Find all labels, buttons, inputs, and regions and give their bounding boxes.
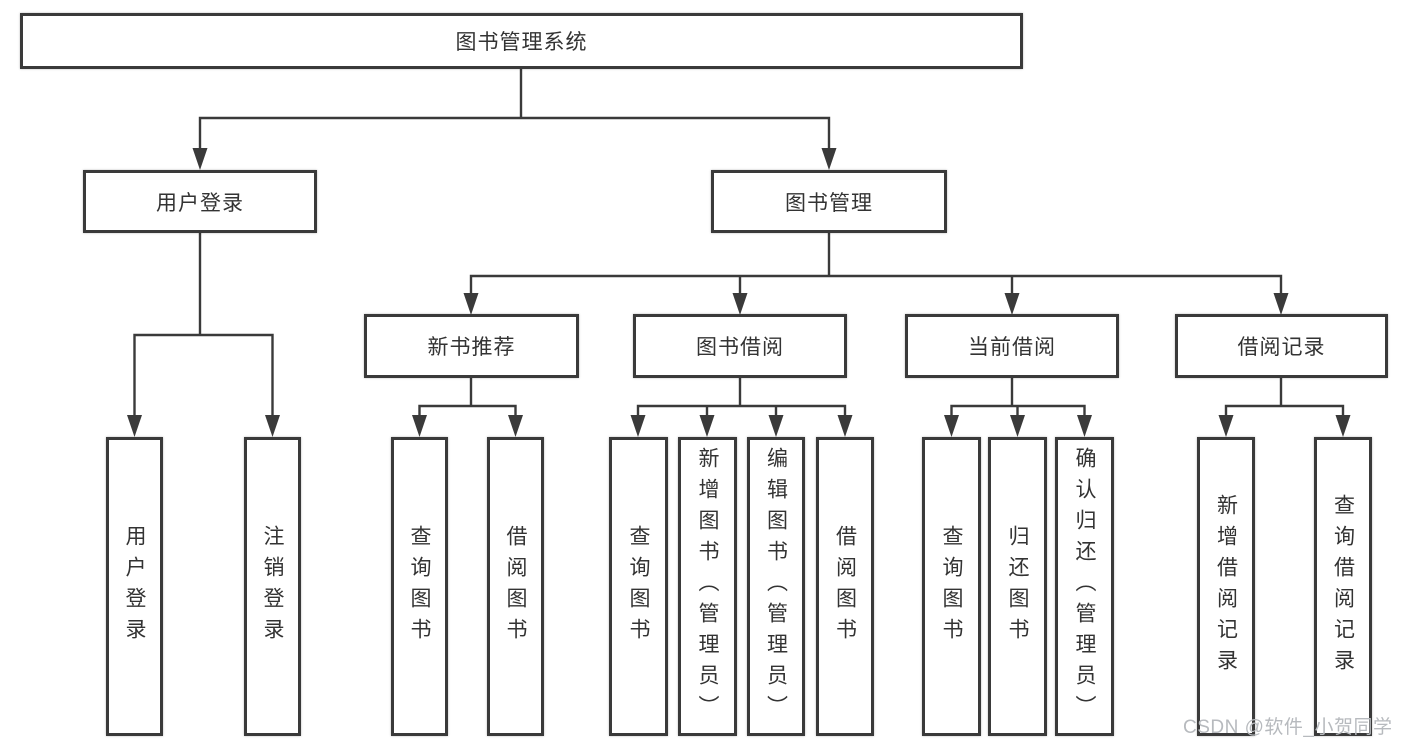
- csdn-watermark: CSDN @软件_小贺同学: [1183, 717, 1393, 738]
- leaf-current-query-book: 查询图书: [922, 437, 981, 736]
- node-user-login-label: 用户登录: [156, 191, 244, 215]
- node-current-borrow: 当前借阅: [905, 314, 1119, 378]
- node-root-library-system: 图书管理系统: [20, 13, 1023, 69]
- leaf-current-query-book-label: 查询图书: [940, 524, 963, 649]
- leaf-logout-label: 注销登录: [261, 524, 284, 649]
- node-borrow-records-label: 借阅记录: [1237, 336, 1326, 359]
- leaf-confirm-return-admin: 确认归还（管理员）: [1055, 437, 1114, 736]
- edge-root-to-level1: [198, 67, 831, 152]
- edge-book-borrow-to-leaves: [636, 376, 847, 419]
- node-root-label: 图书管理系统: [455, 31, 588, 54]
- leaf-confirm-return-admin-label: 确认归还（管理员）: [1073, 447, 1096, 726]
- node-user-login: 用户登录: [83, 170, 317, 233]
- node-book-management-label: 图书管理: [785, 191, 873, 215]
- edge-user-login-to-leaves: [133, 231, 274, 419]
- leaf-add-book-admin-label: 新增图书（管理员）: [696, 447, 719, 726]
- leaf-return-book: 归还图书: [988, 437, 1047, 736]
- leaf-edit-book-admin-label: 编辑图书（管理员）: [764, 447, 788, 726]
- node-current-borrow-label: 当前借阅: [968, 336, 1056, 359]
- edge-new-book-recommend-to-leaves: [418, 376, 517, 419]
- leaf-query-borrow-record: 查询借阅记录: [1314, 437, 1372, 736]
- leaf-add-book-admin: 新增图书（管理员）: [678, 437, 737, 736]
- leaf-borrow-book-label: 借阅图书: [833, 524, 857, 649]
- node-book-management: 图书管理: [711, 170, 947, 233]
- leaf-borrow-query-book-label: 查询图书: [627, 524, 650, 649]
- node-new-book-recommend-label: 新书推荐: [427, 336, 516, 359]
- leaf-user-login-label: 用户登录: [123, 524, 146, 649]
- leaf-recommend-borrow-book-label: 借阅图书: [504, 524, 527, 649]
- node-book-borrow: 图书借阅: [633, 314, 847, 378]
- leaf-add-borrow-record: 新增借阅记录: [1197, 437, 1255, 736]
- leaf-borrow-book: 借阅图书: [816, 437, 874, 736]
- leaf-edit-book-admin: 编辑图书（管理员）: [747, 437, 805, 736]
- node-borrow-records: 借阅记录: [1175, 314, 1388, 378]
- leaf-recommend-query-book-label: 查询图书: [408, 524, 431, 649]
- leaf-borrow-query-book: 查询图书: [609, 437, 668, 736]
- edge-borrow-records-to-leaves: [1224, 376, 1345, 419]
- leaf-add-borrow-record-label: 新增借阅记录: [1214, 493, 1238, 680]
- edge-current-borrow-to-leaves: [950, 376, 1086, 419]
- node-new-book-recommend: 新书推荐: [364, 314, 579, 378]
- leaf-logout: 注销登录: [244, 437, 301, 736]
- node-book-borrow-label: 图书借阅: [696, 336, 784, 359]
- leaf-query-borrow-record-label: 查询借阅记录: [1331, 493, 1355, 680]
- leaf-recommend-borrow-book: 借阅图书: [487, 437, 544, 736]
- leaf-recommend-query-book: 查询图书: [391, 437, 448, 736]
- edge-book-management-to-level2: [469, 231, 1283, 297]
- leaf-return-book-label: 归还图书: [1006, 524, 1029, 649]
- leaf-user-login: 用户登录: [106, 437, 163, 736]
